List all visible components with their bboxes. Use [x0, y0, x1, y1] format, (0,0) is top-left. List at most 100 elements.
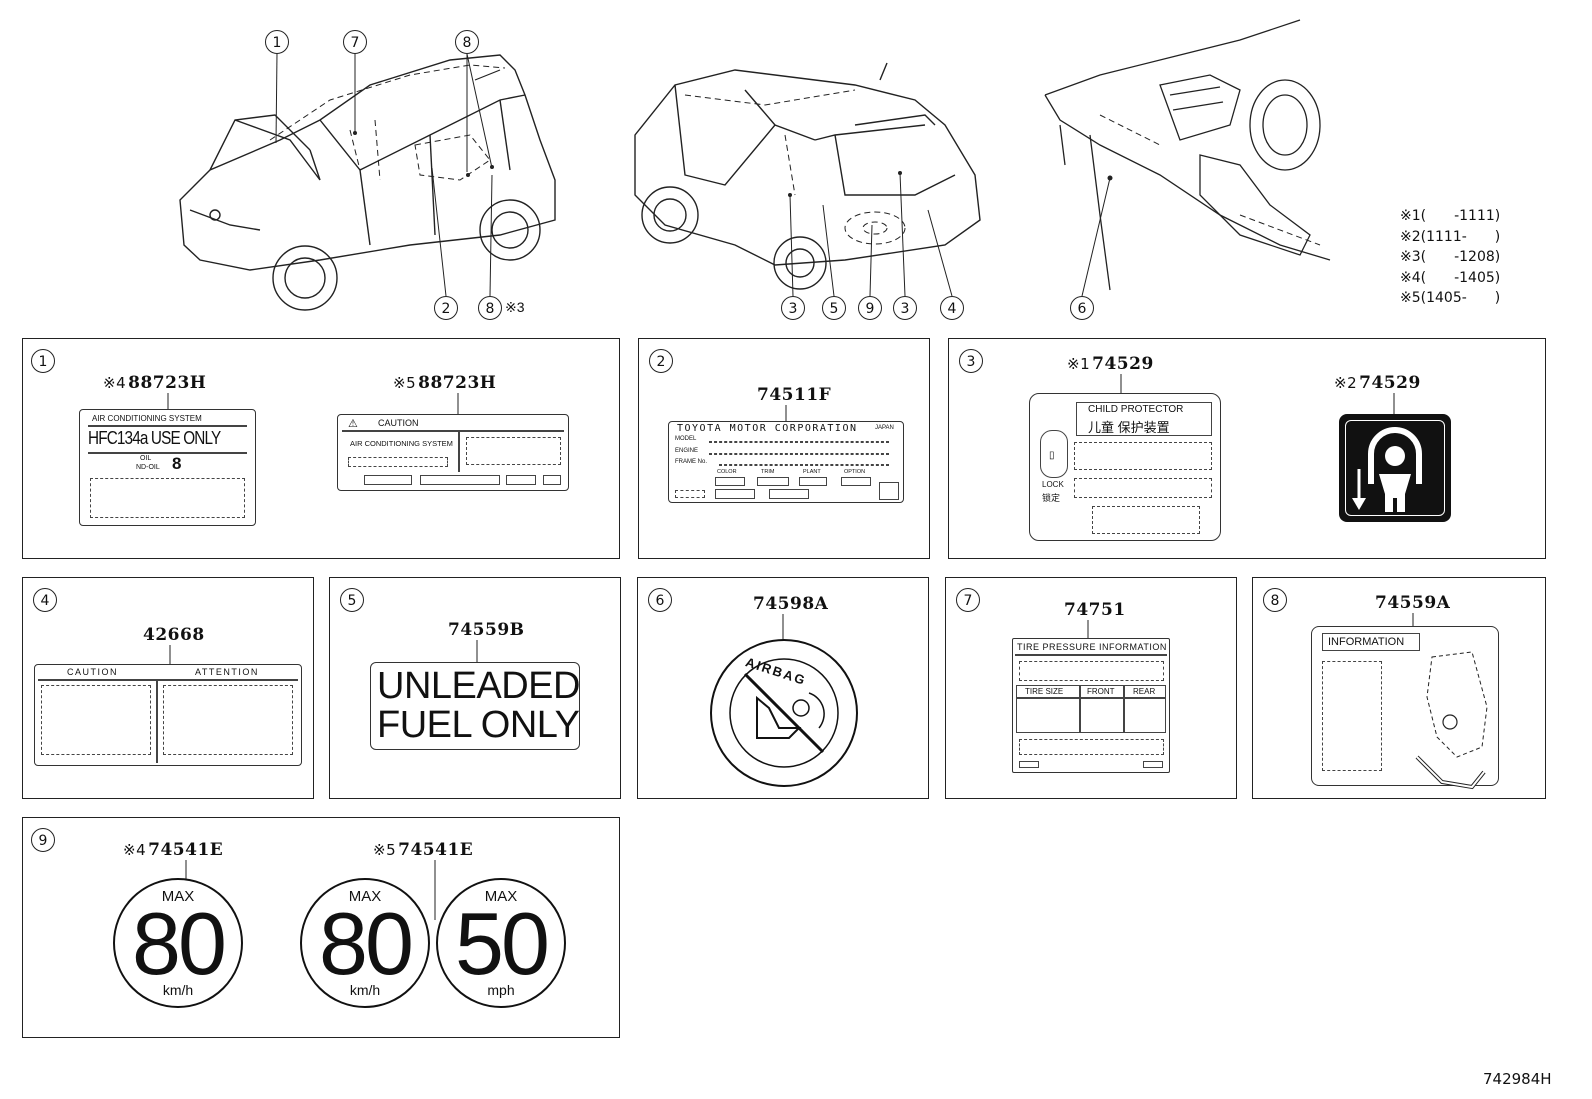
legend-note-1: ※1( -1111): [1400, 208, 1501, 224]
speed-sign-50mph: MAX 50 mph: [436, 878, 566, 1008]
lock-symbol-icon: ▯: [1049, 450, 1055, 461]
speed-sign-unit: km/h: [162, 982, 194, 998]
panel-7-part: 74751: [1064, 600, 1126, 620]
vin-trim: TRIM: [761, 469, 775, 475]
panel-3-number: 3: [959, 349, 983, 373]
panel-4-leader: [169, 645, 171, 664]
panel-5-part: 74559B: [448, 620, 525, 640]
vin-plant: PLANT: [803, 469, 821, 475]
legend-note-5: ※5(1405- ): [1400, 290, 1501, 306]
legend-note-2: ※2(1111- ): [1400, 228, 1501, 245]
panel-2-part: 74511F: [757, 385, 832, 405]
panel-9-leaders: [185, 860, 436, 920]
hfc-nd-oil: ND-OIL: [136, 464, 160, 471]
panel-4-number: 4: [33, 588, 57, 612]
ac-caution-system: AIR CONDITIONING SYSTEM: [350, 439, 453, 448]
attention-heading: ATTENTION: [195, 667, 259, 677]
panel-2-number: 2: [649, 349, 673, 373]
interior-illustration: [1044, 19, 1331, 291]
panel-1-number: 1: [31, 349, 55, 373]
hfc-ac-system: AIR CONDITIONING SYSTEM: [92, 414, 202, 423]
panel-6-airbag-label: 6 74598A AIRBAG: [637, 577, 929, 799]
panel-7-leader: [1087, 620, 1089, 638]
panel-5-number: 5: [340, 588, 364, 612]
panel-6-number: 6: [648, 588, 672, 612]
speed-sign-max: MAX: [348, 888, 382, 905]
speed-sign-value: 50: [455, 894, 550, 993]
hfc-oil: OIL: [140, 455, 152, 462]
rear-car-leaders: [789, 172, 953, 297]
vin-maker: TOYOTA MOTOR CORPORATION: [677, 423, 858, 434]
panel-6-part: 74598A: [753, 594, 829, 614]
panel-4-part: 42668: [143, 625, 205, 645]
panel-5-fuel-label: 5 74559B UNLEADED FUEL ONLY: [329, 577, 621, 799]
hfc-nd-number: 8: [172, 454, 182, 473]
panel-8-information: 8 74559A INFORMATION: [1252, 577, 1546, 799]
speed-sign-max: MAX: [484, 888, 518, 905]
speed-sign-value: 80: [319, 894, 414, 993]
ac-caution-label: ⚠ CAUTION AIR CONDITIONING SYSTEM: [337, 414, 569, 491]
panel-4-caution-label: 4 42668 CAUTION ATTENTION: [22, 577, 314, 799]
panel-7-number: 7: [956, 588, 980, 612]
ac-caution-title: CAUTION: [378, 418, 419, 428]
callout-8-note: ※3: [505, 299, 525, 315]
tire-pressure-label: TIRE PRESSURE INFORMATION TIRE SIZE FRON…: [1012, 638, 1170, 773]
hfc-use-only: HFC134a USE ONLY: [88, 428, 221, 448]
panel-8-number: 8: [1263, 588, 1287, 612]
panel-2-vin-plate: 2 74511F TOYOTA MOTOR CORPORATION JAPAN …: [638, 338, 930, 559]
lock-cn: 锁定: [1042, 493, 1061, 503]
diagram-id: 742984H: [1483, 1070, 1552, 1088]
callout-2-bottom: 2: [434, 296, 458, 320]
child-lock-icon: [1352, 427, 1422, 512]
front-heading: FRONT: [1087, 687, 1115, 696]
callout-5-rear: 5: [822, 296, 846, 320]
rear-heading: REAR: [1133, 687, 1156, 696]
callout-6-interior: 6: [1070, 296, 1094, 320]
child-protector-label: CHILD PROTECTOR 儿童 保护装置 ▯ LOCK 锁定: [1029, 393, 1221, 541]
information-label: INFORMATION: [1311, 626, 1499, 790]
panel-7-tire-pressure: 7 74751 TIRE PRESSURE INFORMATION TIRE S…: [945, 577, 1237, 799]
vin-plate-label: TOYOTA MOTOR CORPORATION JAPAN MODEL ENG…: [668, 421, 904, 503]
vin-color: COLOR: [717, 469, 737, 475]
fuel-only-text: FUEL ONLY: [377, 704, 580, 746]
callout-1-top: 1: [265, 30, 289, 54]
lock-en: LOCK: [1042, 480, 1064, 489]
speed-sign-80kmh-b: MAX 80 km/h: [300, 878, 430, 1008]
speed-sign-value: 80: [132, 894, 227, 993]
speed-sign-80kmh-a: MAX 80 km/h: [113, 878, 243, 1008]
child-protector-cn: 儿童 保护装置: [1088, 420, 1170, 435]
vin-japan: JAPAN: [875, 425, 894, 431]
panel-8-part: 74559A: [1375, 593, 1451, 613]
panel-6-leader: [782, 614, 784, 640]
tire-repair-kit-icon: [1415, 651, 1488, 790]
child-lock-symbol-label: [1339, 414, 1451, 522]
speed-sign-max: MAX: [161, 888, 195, 905]
legend: ※1( -1111)※2(1111- )※3( -1208)※4( -1405)…: [1400, 206, 1500, 309]
caution-heading: CAUTION: [67, 667, 118, 677]
front-car-illustration: [179, 54, 556, 311]
callout-3-right: 3: [893, 296, 917, 320]
tire-pressure-title: TIRE PRESSURE INFORMATION: [1017, 642, 1167, 652]
interior-leader: [1081, 177, 1111, 297]
caution-attention-label: CAUTION ATTENTION: [34, 664, 302, 766]
panel-8-leader: [1412, 613, 1414, 626]
vin-model: MODEL: [675, 436, 697, 442]
panel-3-leaders: [1120, 374, 1395, 414]
rear-car-illustration: [634, 62, 981, 290]
vin-frame: FRAME No.: [675, 459, 708, 465]
vin-option: OPTION: [844, 469, 866, 475]
unleaded-text: UNLEADED: [377, 665, 580, 707]
panel-5-leader: [476, 640, 478, 662]
legend-note-4: ※4( -1405): [1400, 269, 1501, 286]
panel-1-leaders: [167, 393, 459, 414]
callout-8-bottom: 8: [478, 296, 502, 320]
callout-4-rear: 4: [940, 296, 964, 320]
callout-7-top: 7: [343, 30, 367, 54]
